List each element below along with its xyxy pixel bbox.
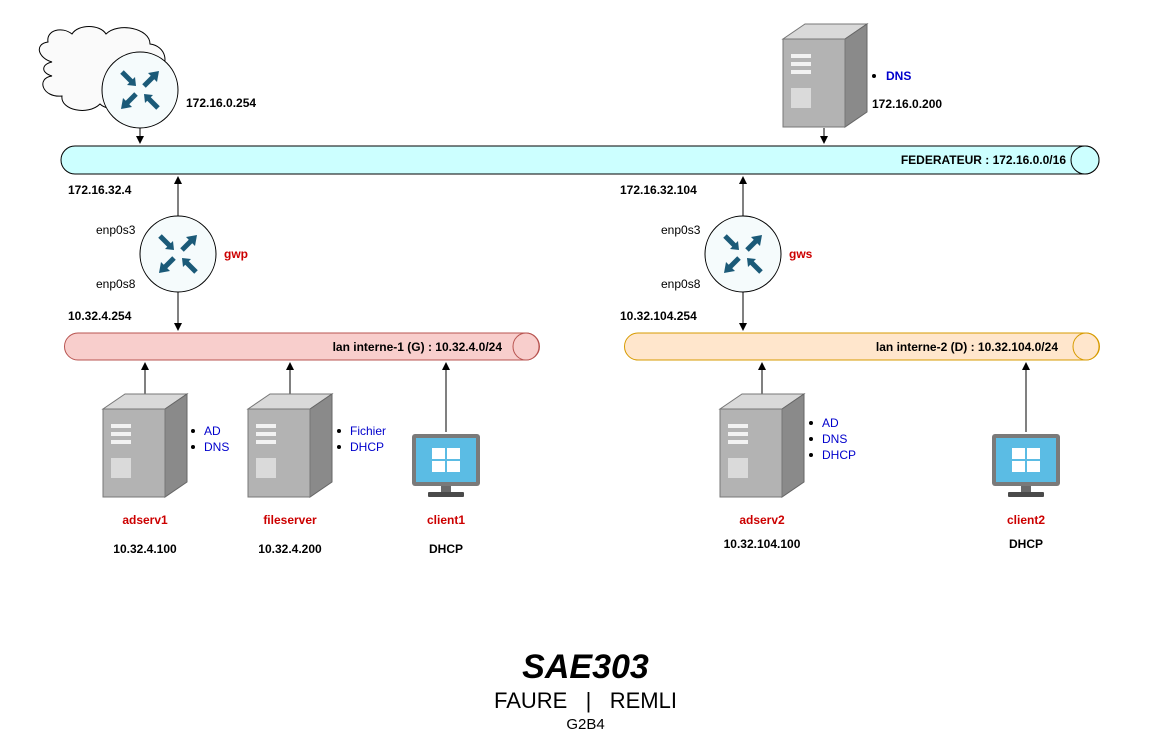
gwp-router [139,215,217,293]
fileserver-service-2: DHCP [350,440,384,454]
adserv2-service-1: AD [822,416,839,430]
bullet [809,421,813,425]
gwp-ip-bottom: 10.32.4.254 [68,309,132,323]
adserv1-name: adserv1 [122,513,168,527]
footer-authors: FAURE | REMLI [494,688,677,713]
gws-router [704,215,782,293]
bullet [809,437,813,441]
lan1-label: lan interne-1 (G) : 10.32.4.0/24 [333,340,503,354]
fileserver-service-1: Fichier [350,424,386,438]
client1-windows-monitor-icon [412,434,480,497]
adserv2-server-icon [719,393,805,498]
gws-ip-bottom: 10.32.104.254 [620,309,697,323]
adserv2-ip: 10.32.104.100 [724,537,801,551]
gwp-iface-top: enp0s3 [96,223,136,237]
bullet [337,445,341,449]
federateur-bus [60,145,1100,175]
dns-server-ip: 172.16.0.200 [872,97,942,111]
bullet [191,445,195,449]
adserv1-server-icon [102,393,188,498]
gws-name: gws [789,247,813,261]
dns-server-service: DNS [886,69,911,83]
adserv1-service-1: AD [204,424,221,438]
bullet [191,429,195,433]
client1-ip: DHCP [429,542,463,556]
adserv2-name: adserv2 [739,513,785,527]
footer-title: SAE303 [522,648,649,686]
fileserver-name: fileserver [263,513,317,527]
gwp-name: gwp [224,247,248,261]
gws-iface-bottom: enp0s8 [661,277,701,291]
client2-name: client2 [1007,513,1045,527]
internet-router-ip: 172.16.0.254 [186,96,256,110]
client2-windows-monitor-icon [992,434,1060,497]
dns-bullet [872,74,876,78]
gwp-iface-bottom: enp0s8 [96,277,136,291]
dns-server-icon [782,23,868,128]
lan2-bus [624,332,1100,361]
fileserver-ip: 10.32.4.200 [258,542,322,556]
internet-router [101,51,179,129]
client2-ip: DHCP [1009,537,1043,551]
gws-iface-top: enp0s3 [661,223,701,237]
client1-name: client1 [427,513,465,527]
lan2-label: lan interne-2 (D) : 10.32.104.0/24 [876,340,1058,354]
adserv2-service-2: DNS [822,432,847,446]
adserv2-service-3: DHCP [822,448,856,462]
bullet [809,453,813,457]
adserv1-ip: 10.32.4.100 [113,542,177,556]
gws-ip-top: 172.16.32.104 [620,183,697,197]
gwp-ip-top: 172.16.32.4 [68,183,132,197]
bullet [337,429,341,433]
lan1-bus [64,332,540,361]
footer-group: G2B4 [566,716,605,733]
federateur-label: FEDERATEUR : 172.16.0.0/16 [901,153,1067,167]
adserv1-service-2: DNS [204,440,229,454]
fileserver-server-icon [247,393,333,498]
